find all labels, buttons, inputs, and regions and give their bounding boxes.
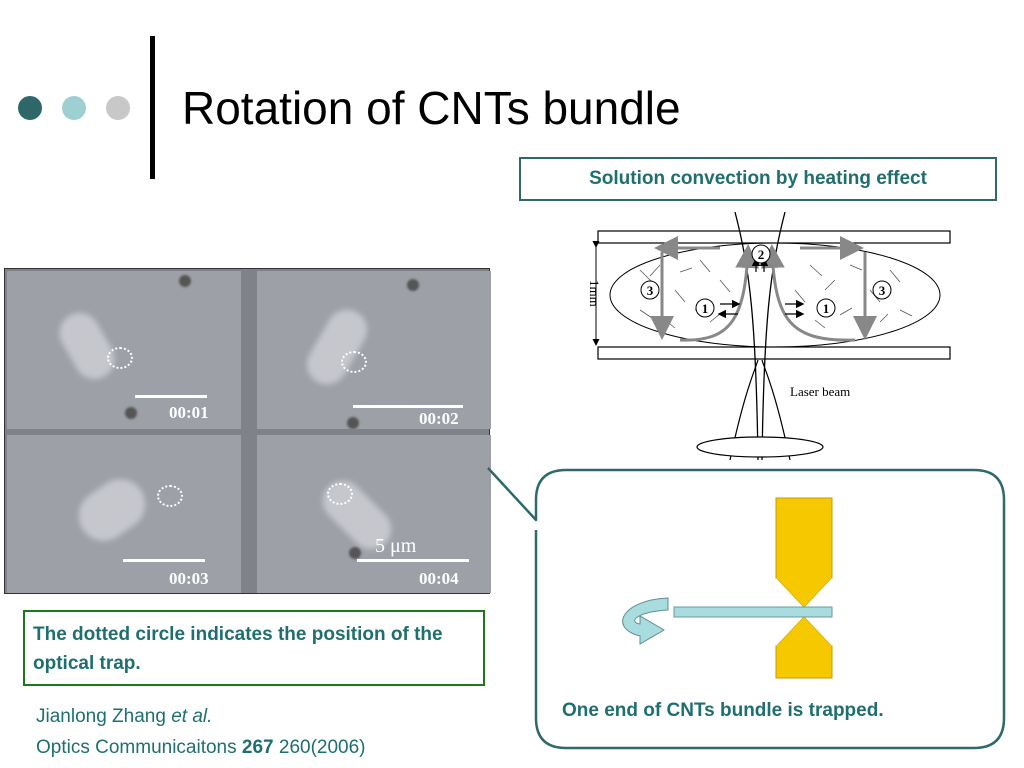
flow-number-3-left: 3: [647, 283, 654, 298]
trap-circle: [341, 351, 367, 373]
convection-label: Solution convection by heating effect: [519, 157, 997, 201]
rotation-arrow-icon: [622, 597, 669, 645]
scale-bar: [123, 559, 205, 562]
trap-circle: [157, 485, 183, 507]
journal-name: Optics Communicaitons: [36, 737, 242, 758]
frame-time: 00:01: [169, 403, 209, 422]
bullet-dot-3: [106, 96, 130, 120]
scale-1mm-label: 1mm: [587, 280, 602, 307]
citation-author: Jianlong Zhang et al.: [36, 706, 212, 728]
bullet-dot-2: [62, 96, 86, 120]
cnt-bundle: [673, 606, 833, 618]
title-divider: [150, 36, 155, 179]
convection-diagram: 1mm Laser beam 3 2 1 1 3: [587, 211, 951, 460]
citation-journal: Optics Communicaitons 267 260(2006): [36, 737, 366, 759]
frame-time: 00:02: [419, 409, 459, 428]
journal-volume: 267: [241, 737, 274, 758]
frame-time: 00:03: [169, 569, 209, 588]
frame-2: 00:02: [257, 271, 491, 429]
scale-bar: [135, 395, 207, 398]
trap-position-caption: The dotted circle indicates the position…: [23, 610, 485, 686]
trap-circle: [107, 347, 133, 369]
journal-pages: 260(2006): [273, 737, 366, 758]
lens: [696, 436, 824, 458]
laser-beam-label: Laser beam: [790, 384, 850, 399]
slide-title: Rotation of CNTs bundle: [182, 82, 681, 134]
frame-3: 00:03: [7, 435, 241, 593]
trap-circle: [327, 483, 353, 505]
flow-number-1-right: 1: [823, 301, 830, 316]
frame-1: 00:01: [7, 271, 241, 429]
scale-bar: [357, 559, 469, 562]
scale-bar: [353, 405, 463, 408]
bullet-dot-1: [18, 96, 42, 120]
flow-number-1-left: 1: [702, 301, 709, 316]
flow-number-3-right: 3: [879, 283, 886, 298]
frame-scale-label: 5 μm: [375, 535, 417, 557]
et-al: et al.: [171, 706, 213, 727]
frame-4: 5 μm 00:04: [257, 435, 491, 593]
solution-ellipse: [609, 242, 941, 348]
microscope-frames: 00:01 00:02 00:03 5 μm 00:04: [4, 268, 491, 594]
author-name: Jianlong Zhang: [36, 706, 172, 727]
flow-number-2: 2: [758, 247, 765, 262]
trap-caption: One end of CNTs bundle is trapped.: [562, 700, 884, 721]
frame-time: 00:04: [419, 569, 459, 588]
